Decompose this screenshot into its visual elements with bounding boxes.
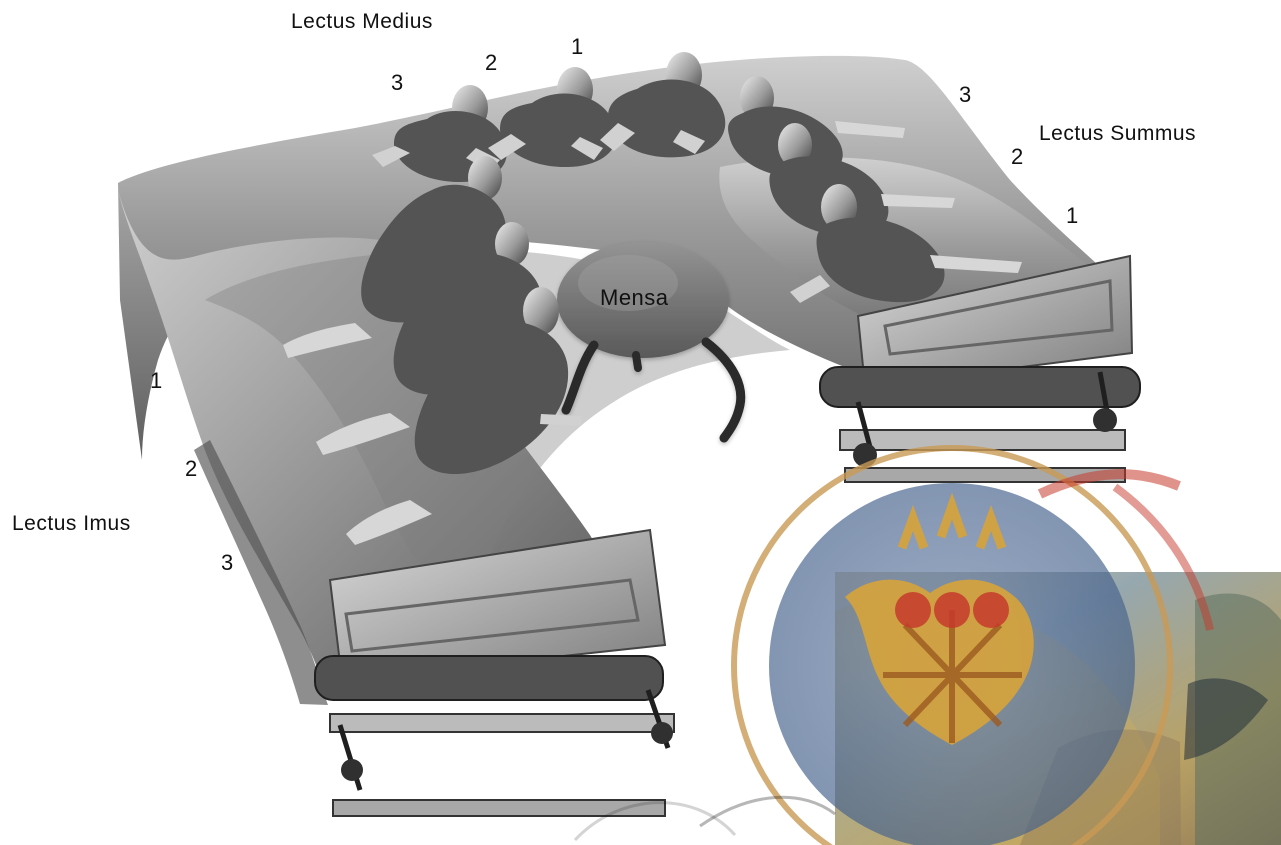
imus-seat-3-label: 3 <box>221 550 234 576</box>
imus-seat-2-label: 2 <box>185 456 198 482</box>
summus-seat-3-label: 3 <box>959 82 972 108</box>
lectus-medius-label: Lectus Medius <box>291 10 433 34</box>
mensa-leg-mid <box>636 355 638 368</box>
summus-seat-2-label: 2 <box>1011 144 1024 170</box>
medius-seat-3-label: 3 <box>391 70 404 96</box>
medius-seat-2-label: 2 <box>485 50 498 76</box>
imus-seat-1-label: 1 <box>150 368 163 394</box>
lectus-imus-label: Lectus Imus <box>12 512 131 536</box>
mensa-label: Mensa <box>600 285 669 311</box>
medius-seat-1-label: 1 <box>571 34 584 60</box>
bottom-right-watermark <box>575 448 1281 845</box>
summus-seat-1-label: 1 <box>1066 203 1079 229</box>
lectus-summus-label: Lectus Summus <box>1039 122 1196 146</box>
